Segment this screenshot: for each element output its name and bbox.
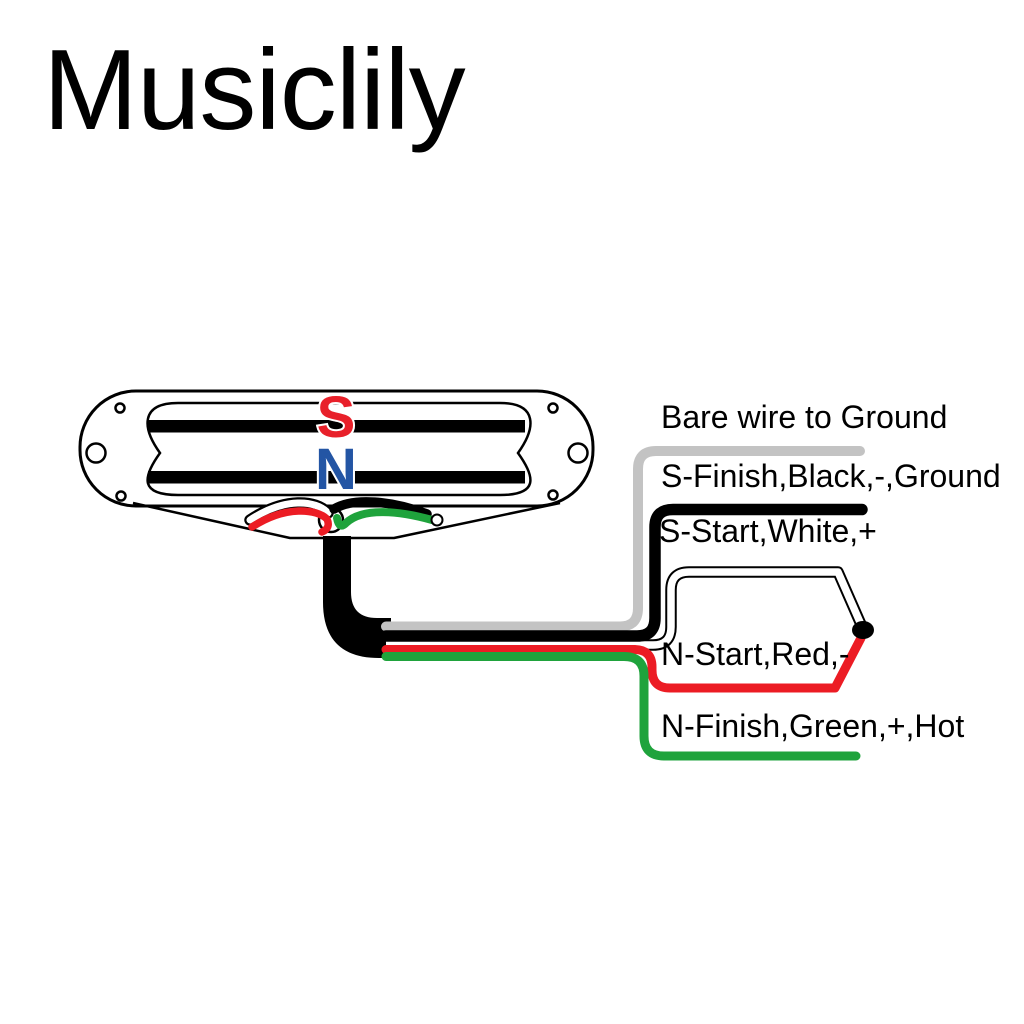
mount-hole-right: [567, 442, 589, 464]
screw-hole-bottom-right: [547, 489, 559, 501]
screw-hole-bottom-left: [115, 490, 127, 502]
wire-label-north-start: N-Start,Red,-: [661, 636, 850, 672]
south-pole-label: S: [317, 385, 356, 450]
bare-wire: [381, 446, 865, 632]
green-lead-tip: [430, 513, 444, 527]
wire-label-north-finish: N-Finish,Green,+,Hot: [661, 708, 965, 744]
wire-label-bare: Bare wire to Ground: [661, 399, 948, 435]
mount-hole-left: [85, 442, 107, 464]
black-wire: [380, 503, 868, 642]
rail-bottom: [148, 471, 525, 484]
black-lead: [329, 497, 432, 519]
rail-top: [148, 420, 525, 433]
red-wire: [381, 633, 866, 693]
white-wire-core: [386, 568, 867, 649]
wire-label-south-finish: S-Finish,Black,-,Ground: [661, 458, 1001, 494]
cable-jacket: [323, 536, 391, 658]
white-lead-core: [246, 499, 332, 524]
green-lead: [333, 508, 436, 530]
green-wire: [381, 652, 861, 761]
screw-hole-top-left: [114, 402, 126, 414]
north-pole-label: N: [315, 437, 357, 502]
brand-logo: Musiclily: [43, 27, 466, 154]
screw-hole-top-right: [547, 402, 559, 414]
wire-label-south-start: S-Start,White,+: [659, 513, 877, 549]
red-lead: [248, 507, 332, 536]
solder-joint-dot: [852, 621, 874, 639]
